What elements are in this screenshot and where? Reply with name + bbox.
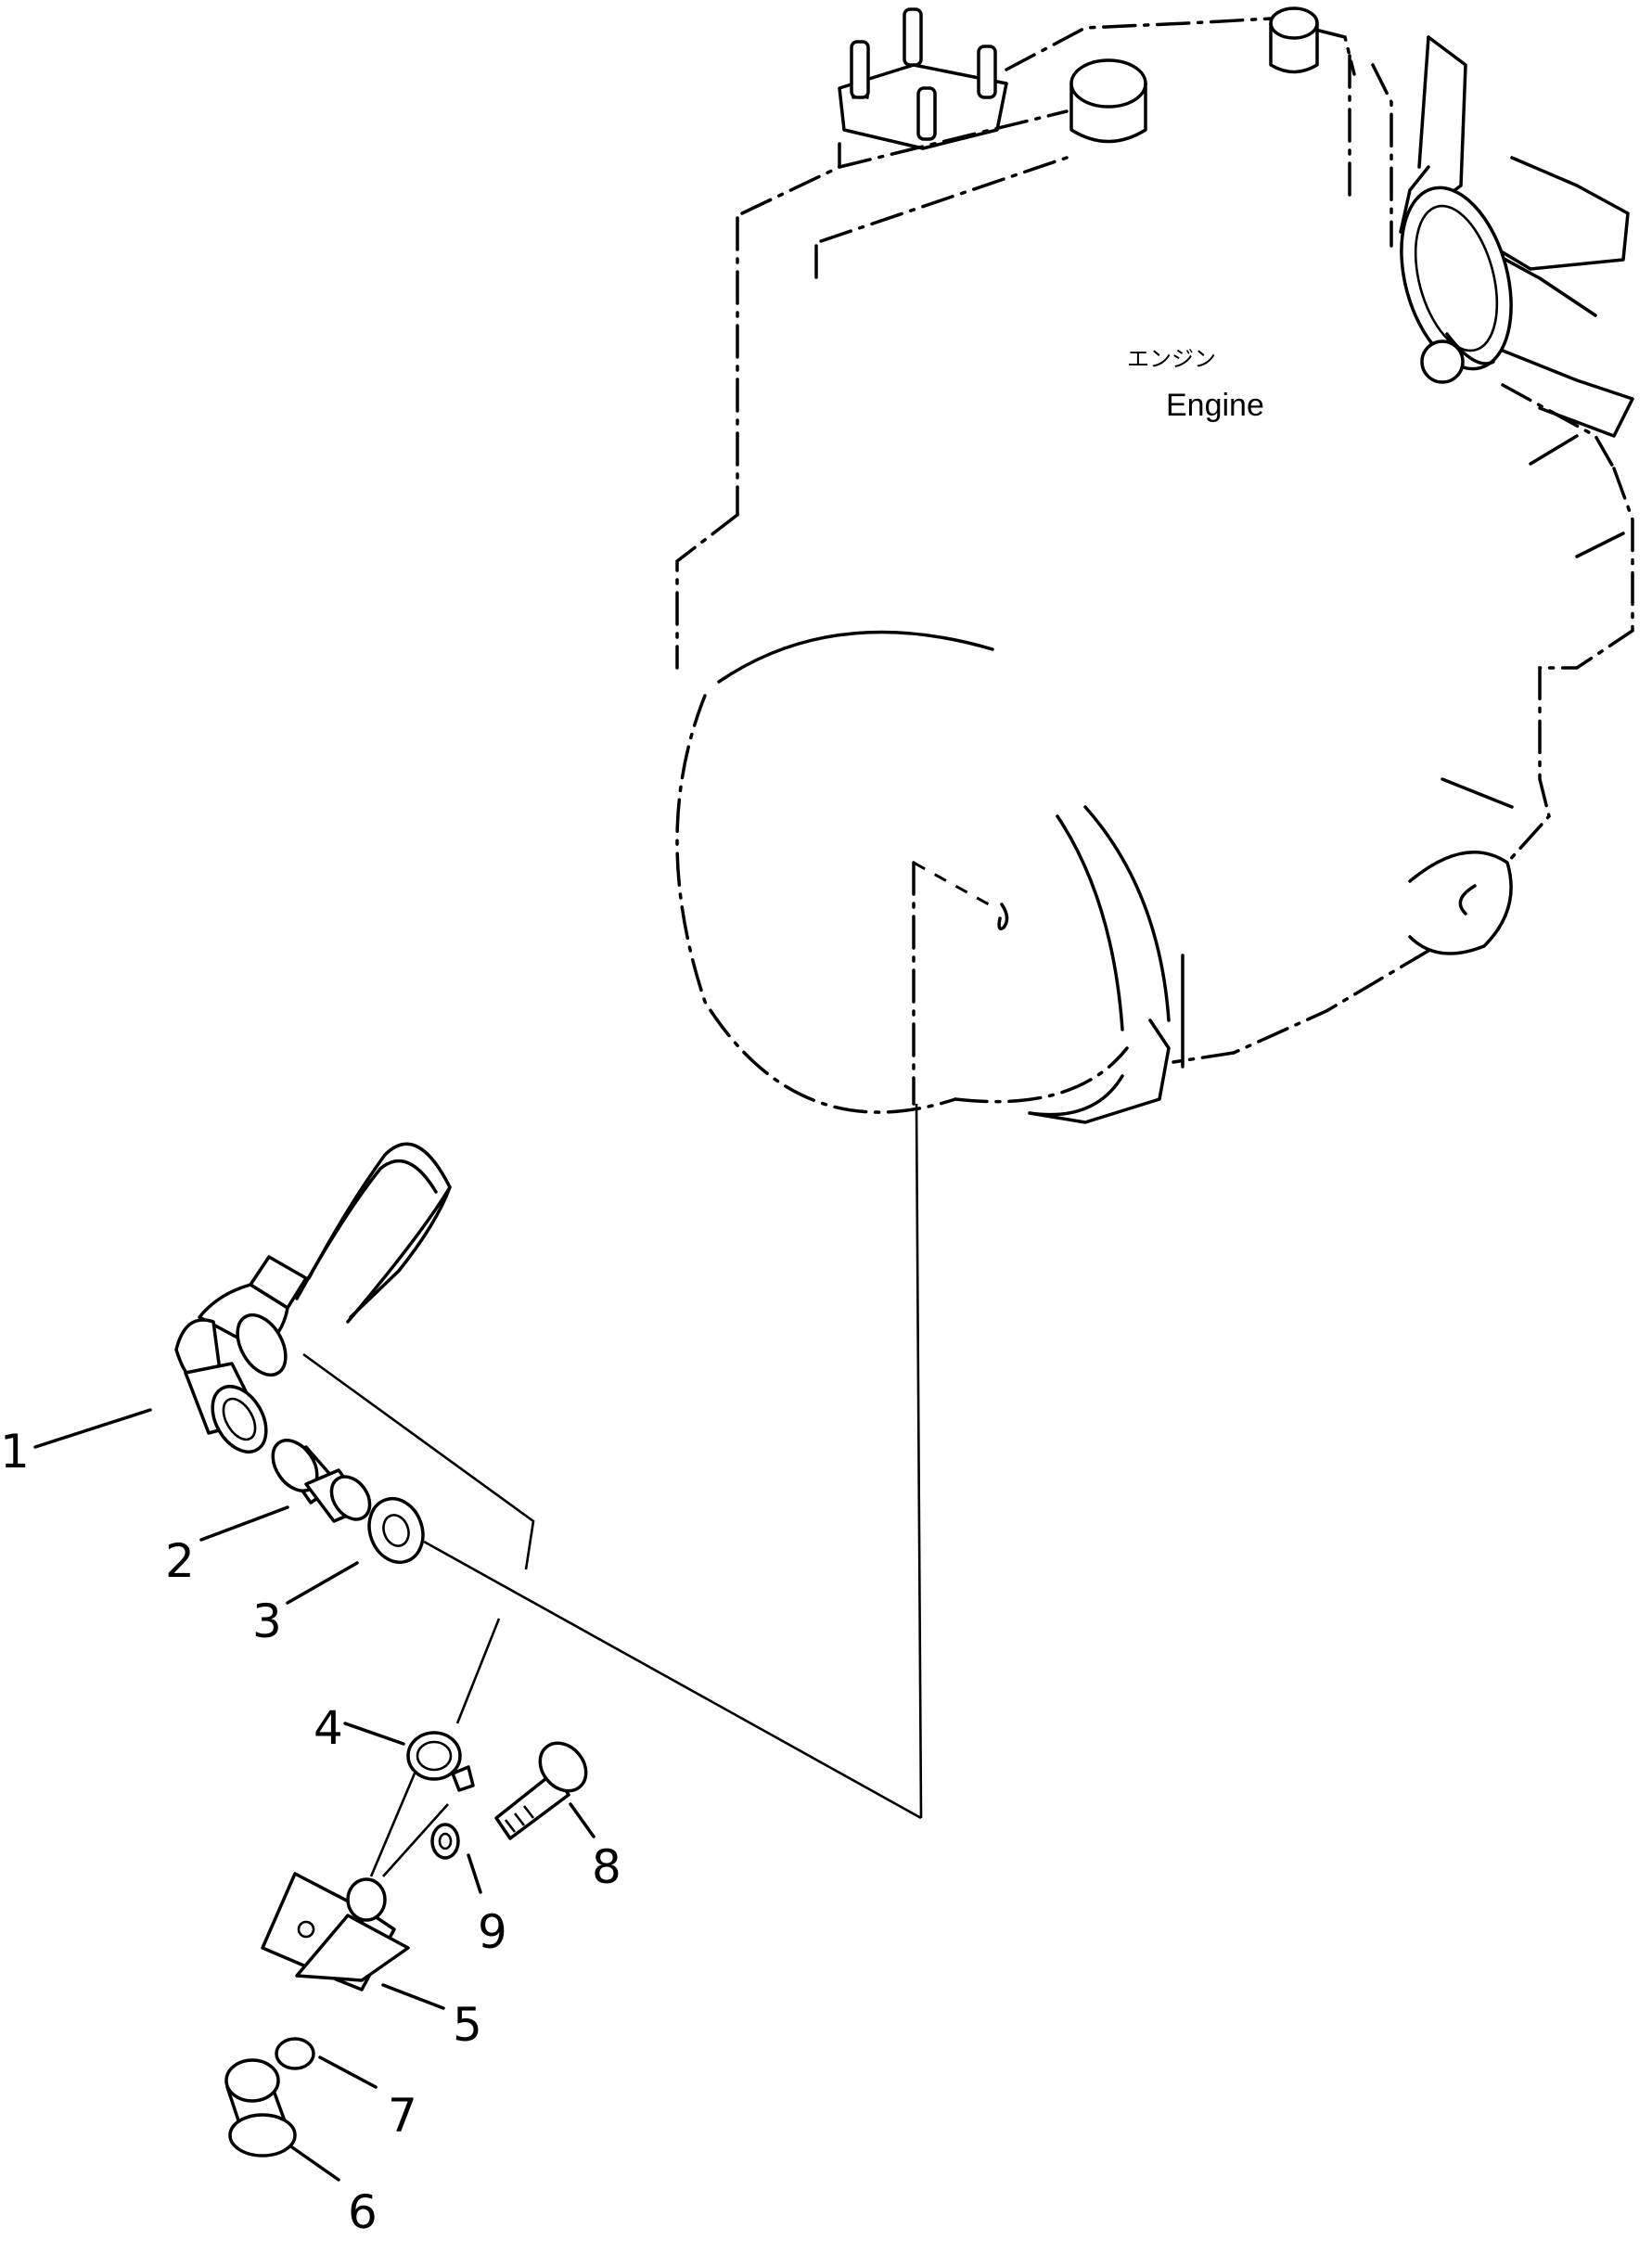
callout-6: 6: [348, 2185, 378, 2239]
callout-1: 1: [0, 1425, 30, 1479]
callout-9: 9: [478, 1905, 507, 1959]
engine-label-jp: エンジン: [1127, 346, 1216, 372]
bracket: [261, 1872, 410, 1991]
hose-assembly: [174, 1142, 452, 1453]
small-washer: [430, 1823, 460, 1860]
clamp: [406, 1731, 475, 1792]
plug: [224, 2058, 297, 2158]
fan-icon: [1399, 35, 1634, 438]
callout-3: 3: [252, 1594, 282, 1648]
assembly-lines: [302, 1103, 923, 1877]
callout-8: 8: [592, 1840, 621, 1894]
engine-outline: [675, 6, 1634, 1124]
callout-numbers: 1 2 3 4 5 6 7 8 9: [0, 1425, 621, 2239]
callout-7: 7: [388, 2089, 417, 2143]
washer: [367, 1496, 425, 1565]
engine-label-en: Engine: [1166, 388, 1264, 423]
callout-leaders: [33, 1408, 595, 2182]
callout-4: 4: [314, 1701, 343, 1755]
bolt: [494, 1741, 588, 1840]
callout-5: 5: [453, 1998, 482, 2052]
adapter-fitting: [271, 1439, 372, 1523]
o-ring: [275, 2037, 315, 2070]
callout-2: 2: [165, 1534, 195, 1588]
